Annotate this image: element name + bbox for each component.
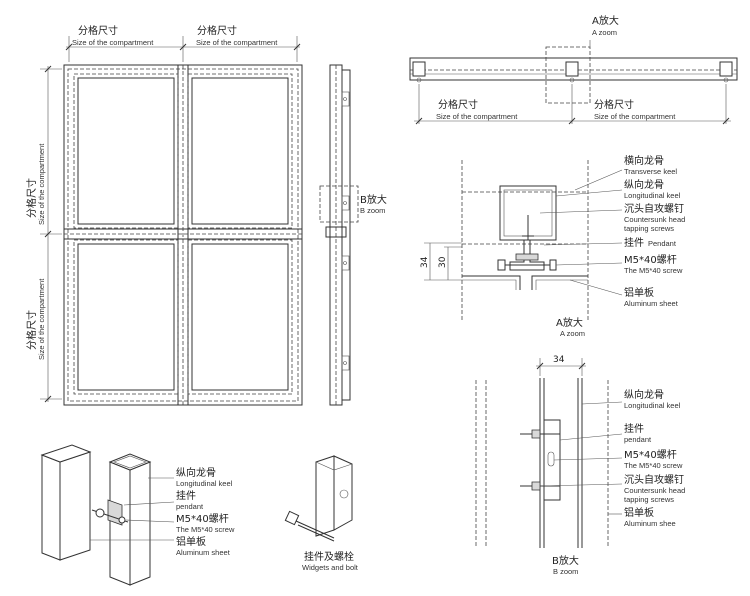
detail-a-transverse-cn: 横向龙骨 — [624, 154, 664, 167]
a-zoom-en: A zoom — [592, 28, 617, 37]
detail-a-bolt-cn: M5*40螺杆 — [624, 254, 677, 266]
iso-bolt-en: The M5*40 screw — [176, 525, 235, 534]
top-dim-left-cn: 分格尺寸 — [78, 24, 118, 37]
detail-a-sheet-en: Aluminum sheet — [624, 299, 679, 308]
detail-a-transverse-en: Transverse keel — [624, 167, 677, 176]
plan-dim-left-cn: 分格尺寸 — [438, 98, 478, 111]
detail-a-dim-34: 34 — [420, 256, 430, 268]
detail-b-bolt-cn: M5*40螺杆 — [624, 449, 677, 461]
iso-pendant-en: pendant — [176, 502, 204, 511]
top-dim-right-en: Size of the compartment — [196, 38, 278, 47]
b-zoom-en: B zoom — [360, 206, 385, 215]
detail-b-screws-cn: 沉头自攻螺钉 — [624, 473, 684, 486]
detail-b-screw-top — [520, 429, 560, 439]
detail-a-dim-30: 30 — [438, 256, 448, 268]
iso-longitudinal-cn: 纵向龙骨 — [176, 466, 216, 479]
detail-a-longitudinal-en: Longitudinal keel — [624, 191, 681, 200]
detail-a-bolt-en: The M5*40 screw — [624, 266, 683, 275]
detail-a-screws-en-1: Countersunk head — [624, 215, 685, 224]
side-dim-top-en: Size of the compartment — [37, 143, 46, 225]
iso-sheet-cn: 铝单板 — [176, 535, 206, 548]
detail-b-screws-en-2: tapping screws — [624, 495, 674, 504]
detail-a-pendant-cn: 挂件 — [624, 236, 644, 249]
a-zoom-cn: A放大 — [592, 14, 619, 27]
detail-a-screws-en-2: tapping screws — [624, 224, 674, 233]
detail-b-longitudinal-cn: 纵向龙骨 — [624, 388, 664, 401]
detail-a-caption-en: A zoom — [560, 329, 585, 338]
plan-dim-left-en: Size of the compartment — [436, 112, 518, 121]
detail-b-caption-cn: B放大 — [552, 554, 579, 567]
top-dim-right-cn: 分格尺寸 — [197, 24, 237, 37]
detail-b-pendant-en: pendant — [624, 435, 652, 444]
side-dim-top-cn: 分格尺寸 — [25, 178, 38, 218]
side-dim-bottom-cn: 分格尺寸 — [25, 310, 38, 350]
detail-b-pendant-cn: 挂件 — [624, 422, 644, 435]
detail-b: 34 纵向龙骨 Longitudinal keel 挂件 pendant M5*… — [475, 355, 685, 576]
detail-b-longitudinal-en: Longitudinal keel — [624, 401, 681, 410]
detail-b-bolt-en: The M5*40 screw — [624, 461, 683, 470]
detail-a-longitudinal-cn: 纵向龙骨 — [624, 178, 664, 191]
side-view: B放大 B zoom — [319, 64, 387, 406]
iso-widgets-cn: 挂件及螺栓 — [304, 550, 354, 563]
iso-assembly: 纵向龙骨 Longitudinal keel 挂件 pendant M5*40螺… — [40, 444, 359, 586]
iso-longitudinal-en: Longitudinal keel — [176, 479, 233, 488]
detail-a-caption-cn: A放大 — [556, 316, 583, 329]
detail-b-screws-en-1: Countersunk head — [624, 486, 685, 495]
plan-view: A放大 A zoom 分格尺寸 Size of the compartment … — [409, 14, 738, 125]
b-zoom-cn: B放大 — [360, 193, 387, 206]
detail-b-caption-en: B zoom — [553, 567, 578, 576]
plan-dim-right-en: Size of the compartment — [594, 112, 676, 121]
top-dim-left-en: Size of the compartment — [72, 38, 154, 47]
iso-sheet-en: Aluminum sheet — [176, 548, 231, 557]
detail-a-pendant-en: Pendant — [648, 239, 677, 248]
detail-a-screws-cn: 沉头自攻螺钉 — [624, 202, 684, 215]
detail-a-sheet-cn: 铝单板 — [624, 286, 654, 299]
detail-b-sheet-cn: 铝单板 — [624, 506, 654, 519]
iso-bolt-cn: M5*40螺杆 — [176, 513, 229, 525]
detail-a: 34 30 横向龙骨 Transverse keel 纵向龙骨 Longitud… — [420, 154, 685, 338]
iso-widgets-en: Widgets and bolt — [302, 563, 359, 572]
plan-dim-right-cn: 分格尺寸 — [594, 98, 634, 111]
detail-b-sheet-en: Aluminum shee — [624, 519, 676, 528]
front-elevation: 分格尺寸 Size of the compartment 分格尺寸 Size o… — [25, 24, 303, 406]
iso-pendant-cn: 挂件 — [176, 489, 196, 502]
side-dim-bottom-en: Size of the compartment — [37, 278, 46, 360]
detail-b-dim-34: 34 — [553, 355, 565, 365]
